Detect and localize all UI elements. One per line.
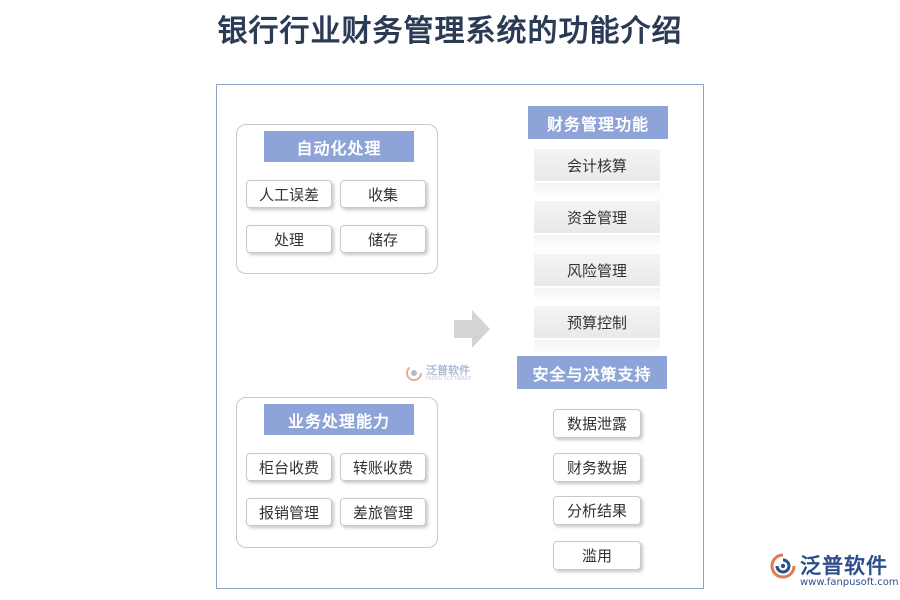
automation-header: 自动化处理 <box>264 131 414 162</box>
business-item: 差旅管理 <box>340 498 426 526</box>
finance-item: 风险管理 <box>534 254 660 302</box>
automation-item: 收集 <box>340 180 426 208</box>
fanpu-logo-icon <box>770 553 796 579</box>
brand-url: www.fanpusoft.com <box>800 577 899 588</box>
finance-item: 会计核算 <box>534 149 660 197</box>
finance-header: 财务管理功能 <box>528 106 668 139</box>
brand-logo-text: 泛普软件 <box>800 554 888 578</box>
security-item: 数据泄露 <box>553 409 641 438</box>
watermark-text: 泛普软件 <box>426 363 470 377</box>
finance-item: 预算控制 <box>534 306 660 354</box>
security-item: 滥用 <box>553 541 641 570</box>
security-item: 财务数据 <box>553 453 641 482</box>
business-item: 柜台收费 <box>246 453 332 481</box>
arrow-right-icon <box>452 308 492 354</box>
business-header: 业务处理能力 <box>264 404 414 435</box>
automation-item: 储存 <box>340 225 426 253</box>
watermark-subtext: FANPU SOFTWARE <box>426 375 472 382</box>
finance-item: 资金管理 <box>534 201 660 249</box>
fanpu-logo-icon <box>406 365 422 381</box>
security-item: 分析结果 <box>553 496 641 525</box>
automation-item: 人工误差 <box>246 180 332 208</box>
security-header: 安全与决策支持 <box>517 356 667 389</box>
brand-logo: 泛普软件 www.fanpusoft.com <box>770 553 899 588</box>
watermark: 泛普软件 FANPU SOFTWARE <box>405 364 472 382</box>
automation-item: 处理 <box>246 225 332 253</box>
page-title: 银行行业财务管理系统的功能介绍 <box>217 14 683 49</box>
business-item: 转账收费 <box>340 453 426 481</box>
business-item: 报销管理 <box>246 498 332 526</box>
